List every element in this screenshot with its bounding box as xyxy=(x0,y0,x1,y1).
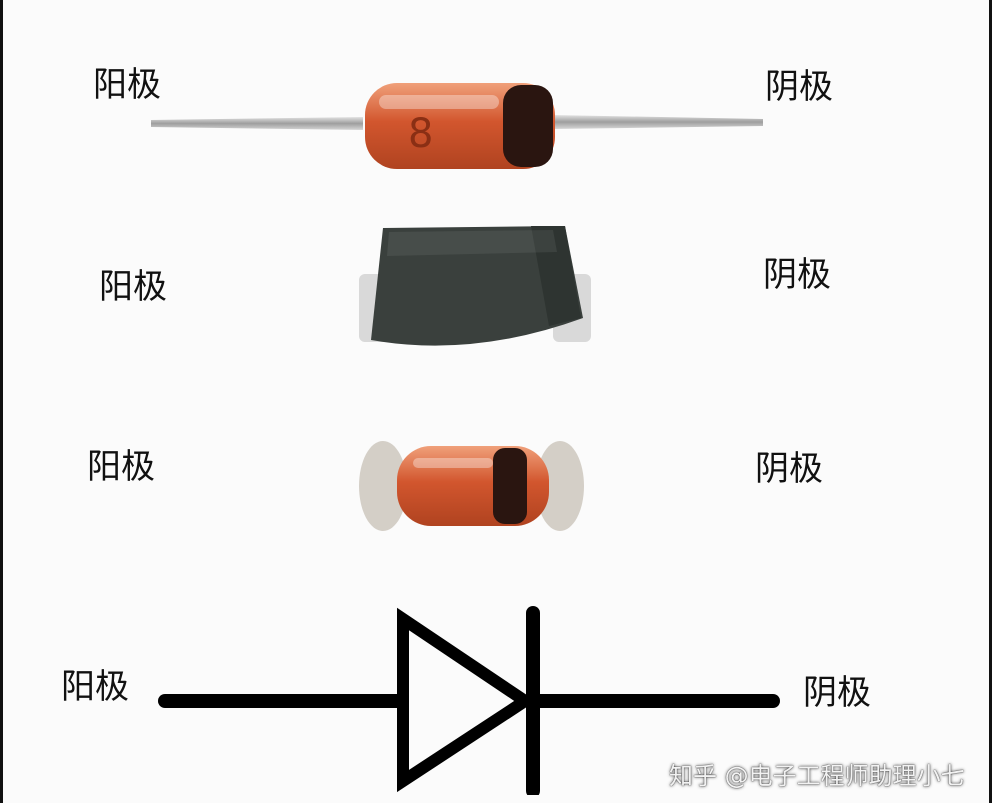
anode-label-symbol: 阳极 xyxy=(61,667,129,707)
cathode-label-smd: 阴极 xyxy=(763,255,831,295)
svg-text:8: 8 xyxy=(408,111,433,157)
melf-endcap-right xyxy=(536,441,584,531)
smd-body xyxy=(371,226,583,346)
melf-glass-diode xyxy=(359,441,584,531)
anode-label-melf: 阳极 xyxy=(87,447,155,487)
anode-label-smd: 阳极 xyxy=(99,267,167,307)
cathode-label-melf: 阴极 xyxy=(755,449,823,489)
cathode-band xyxy=(493,448,527,524)
cathode-band xyxy=(503,85,553,167)
watermark: 知乎 @电子工程师助理小七 xyxy=(669,762,965,790)
diode-symbol xyxy=(158,606,780,795)
smd-diode xyxy=(359,226,591,346)
axial-glass-diode: 8 xyxy=(151,83,763,169)
melf-endcap-left xyxy=(359,441,407,531)
cathode-label-symbol: 阴极 xyxy=(803,673,871,713)
anode-label-axial: 阳极 xyxy=(93,65,161,105)
anode-lead xyxy=(151,117,363,130)
cathode-lead xyxy=(553,115,763,129)
cathode-label-axial: 阴极 xyxy=(765,67,833,107)
diode-triangle xyxy=(397,607,536,793)
cathode-band xyxy=(531,226,581,326)
